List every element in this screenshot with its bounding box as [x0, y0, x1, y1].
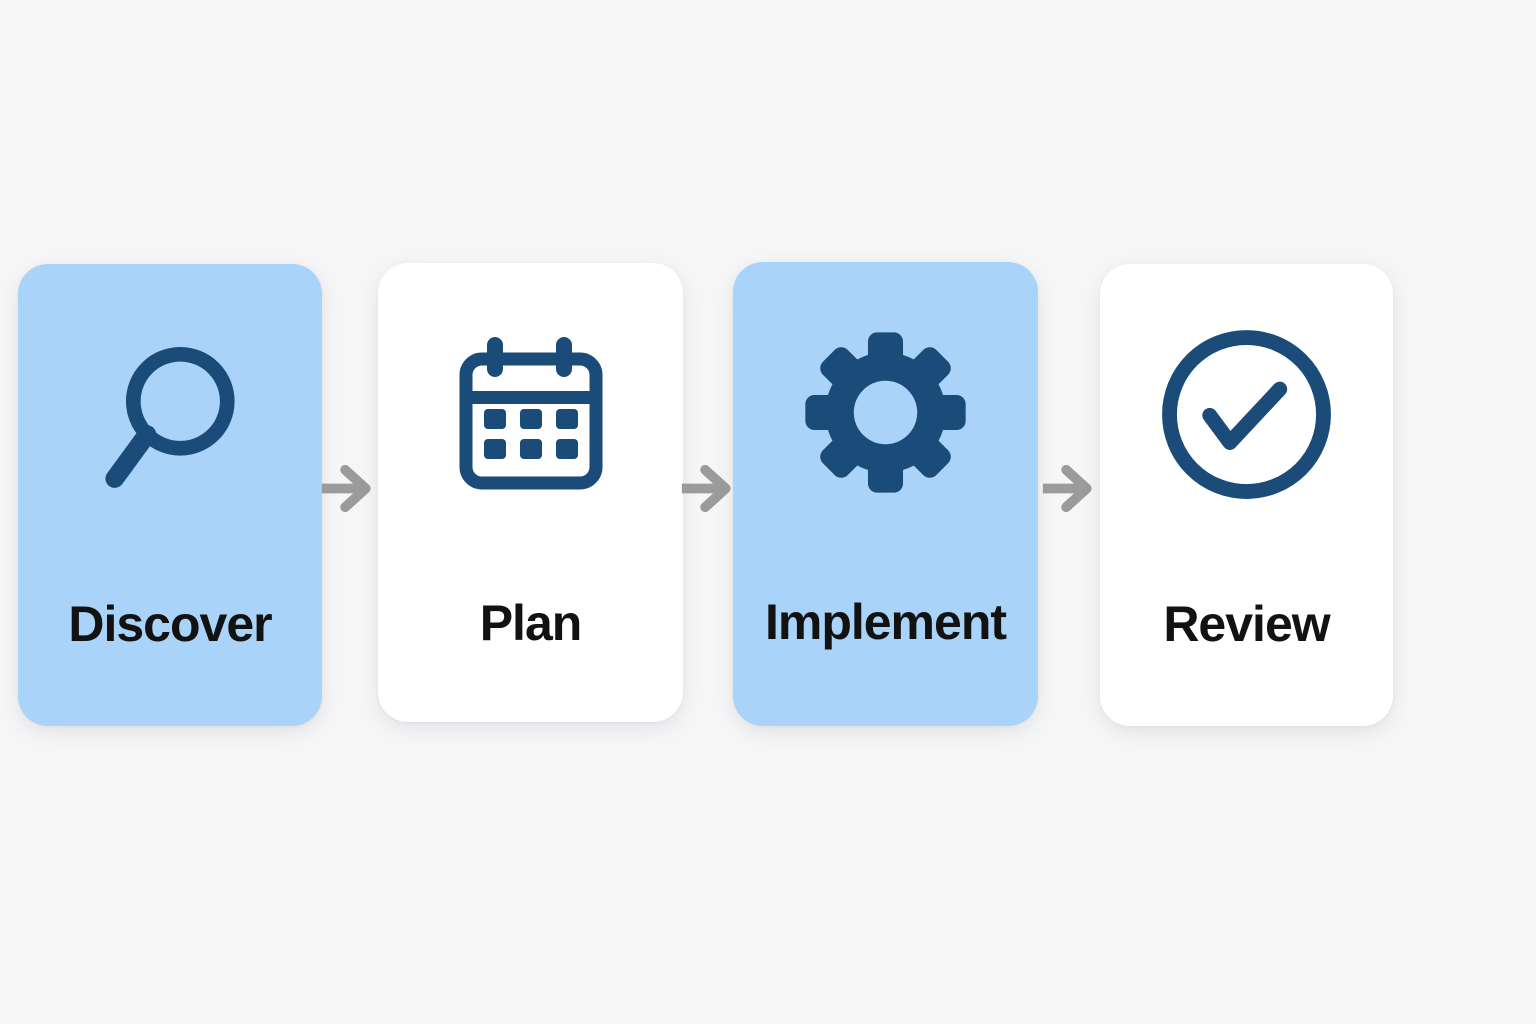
step-icon-area	[378, 327, 683, 499]
arrow-right-icon	[321, 465, 371, 512]
step-icon-area	[1100, 328, 1393, 500]
step-icon-area	[733, 326, 1038, 498]
step-card-review: Review	[1100, 264, 1393, 726]
step-card-plan: Plan	[378, 263, 683, 722]
step-label: Implement	[764, 594, 1007, 650]
step-icon-area	[18, 328, 322, 500]
step-card-discover: Discover	[18, 264, 322, 726]
gear-icon	[805, 331, 966, 493]
arrow-right-icon	[1042, 465, 1092, 512]
step-label: Review	[1163, 596, 1330, 652]
check-circle-icon	[1162, 329, 1331, 499]
calendar-icon	[459, 337, 602, 490]
step-label: Plan	[479, 595, 583, 651]
step-card-implement: Implement	[733, 262, 1038, 726]
step-label: Discover	[68, 596, 272, 652]
arrow-right-icon	[681, 465, 731, 512]
search-icon	[104, 346, 235, 488]
